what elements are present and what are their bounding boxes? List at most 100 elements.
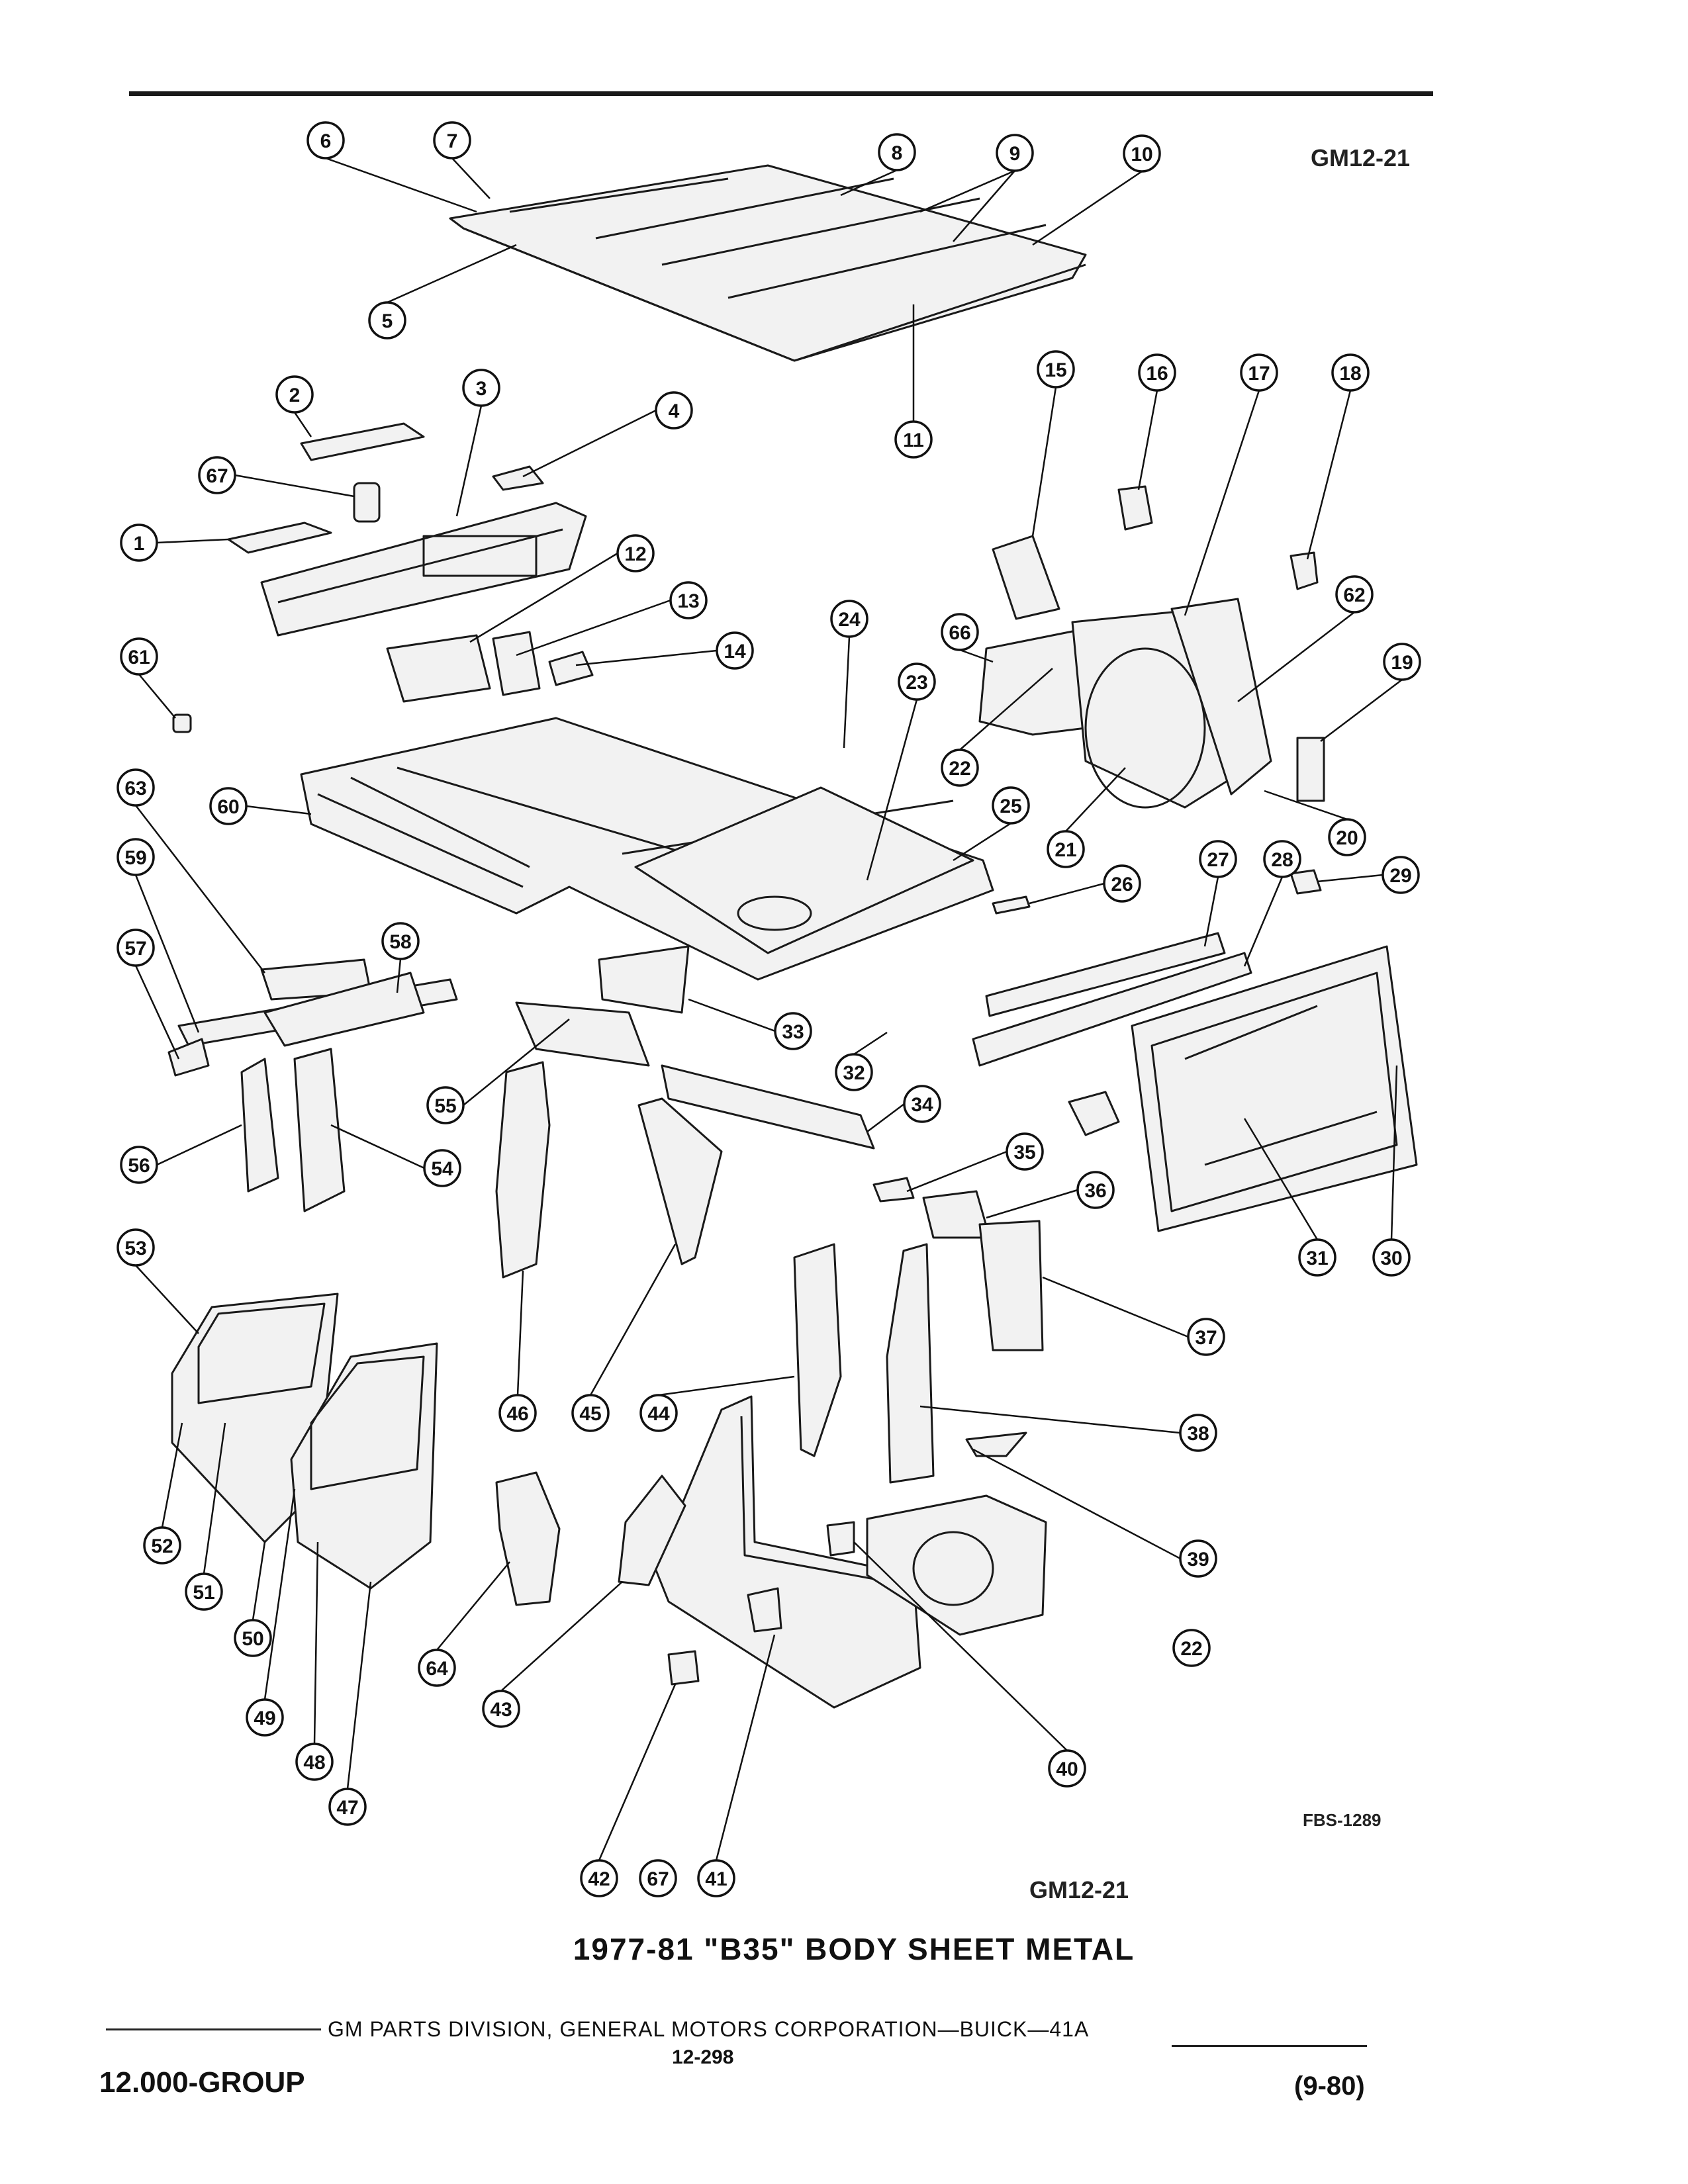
callout-1: 1 — [120, 523, 158, 562]
callout-49: 49 — [246, 1698, 284, 1737]
body-pillars — [167, 958, 1044, 1484]
callout-51: 51 — [185, 1572, 223, 1611]
callout-43: 43 — [482, 1690, 520, 1728]
svg-text:1: 1 — [134, 533, 145, 555]
doors — [171, 1293, 438, 1590]
callout-6: 6 — [306, 121, 345, 159]
callout-64: 64 — [418, 1649, 456, 1687]
callout-59: 59 — [117, 838, 155, 876]
callout-55: 55 — [426, 1086, 465, 1124]
svg-text:39: 39 — [1187, 1549, 1209, 1570]
svg-text:28: 28 — [1271, 849, 1293, 871]
callout-9: 9 — [996, 134, 1034, 172]
floor-pan — [300, 717, 994, 981]
svg-text:42: 42 — [588, 1868, 610, 1890]
callout-39: 39 — [1179, 1539, 1217, 1578]
svg-text:31: 31 — [1306, 1248, 1328, 1269]
svg-text:36: 36 — [1084, 1180, 1106, 1202]
callout-57: 57 — [117, 929, 155, 967]
leader-lines — [134, 157, 1403, 1861]
svg-text:22: 22 — [1180, 1638, 1202, 1660]
callout-48: 48 — [295, 1743, 334, 1781]
svg-text:67: 67 — [206, 465, 228, 487]
callout-22b: 22 — [1172, 1629, 1211, 1667]
svg-text:9: 9 — [1009, 143, 1021, 165]
drawing-code-top: GM12-21 — [1311, 144, 1411, 171]
svg-text:52: 52 — [151, 1535, 173, 1557]
callout-38: 38 — [1179, 1414, 1217, 1452]
svg-text:2: 2 — [289, 385, 301, 406]
callout-23: 23 — [898, 662, 936, 701]
diagram-title: 1977-81 "B35" BODY SHEET METAL — [573, 1932, 1135, 1966]
svg-text:6: 6 — [320, 130, 332, 152]
svg-text:25: 25 — [1000, 796, 1021, 817]
svg-text:54: 54 — [431, 1158, 453, 1180]
header-rule — [129, 91, 1433, 96]
svg-text:62: 62 — [1343, 584, 1365, 606]
svg-text:58: 58 — [389, 931, 411, 953]
svg-text:49: 49 — [254, 1707, 275, 1729]
svg-text:7: 7 — [447, 130, 458, 152]
svg-text:38: 38 — [1187, 1423, 1209, 1445]
svg-text:61: 61 — [128, 647, 150, 668]
callout-24: 24 — [830, 600, 868, 638]
callout-41: 41 — [697, 1859, 735, 1897]
svg-text:19: 19 — [1391, 652, 1413, 674]
callout-10: 10 — [1123, 134, 1161, 173]
svg-text:15: 15 — [1045, 359, 1066, 381]
svg-text:4: 4 — [669, 400, 680, 422]
svg-text:22: 22 — [949, 758, 970, 780]
svg-text:67: 67 — [647, 1868, 669, 1890]
callout-35: 35 — [1006, 1132, 1044, 1171]
quarter-panel-outer — [495, 1395, 1047, 1709]
svg-text:64: 64 — [426, 1658, 448, 1680]
svg-text:10: 10 — [1131, 144, 1152, 165]
svg-text:17: 17 — [1248, 363, 1270, 385]
callout-66: 66 — [941, 613, 979, 651]
svg-text:40: 40 — [1056, 1758, 1078, 1780]
callout-27: 27 — [1199, 840, 1237, 878]
svg-text:56: 56 — [128, 1155, 150, 1177]
svg-text:48: 48 — [303, 1752, 325, 1774]
svg-text:26: 26 — [1111, 874, 1133, 895]
svg-text:37: 37 — [1195, 1327, 1217, 1349]
svg-text:45: 45 — [579, 1403, 601, 1425]
door-inner-panel — [1068, 945, 1418, 1232]
callout-19: 19 — [1383, 643, 1421, 681]
svg-text:59: 59 — [124, 847, 146, 869]
footer-division: GM PARTS DIVISION, GENERAL MOTORS CORPOR… — [328, 2017, 1090, 2041]
callout-3: 3 — [462, 369, 500, 407]
callout-7: 7 — [433, 121, 471, 159]
svg-text:20: 20 — [1336, 827, 1358, 849]
svg-text:12: 12 — [624, 543, 646, 565]
callout-14: 14 — [716, 631, 754, 670]
rear-quarter-inner — [978, 485, 1325, 809]
svg-text:5: 5 — [382, 310, 393, 332]
svg-text:8: 8 — [892, 142, 903, 164]
svg-text:33: 33 — [782, 1021, 804, 1043]
svg-text:41: 41 — [705, 1868, 727, 1890]
callout-33: 33 — [774, 1012, 812, 1050]
svg-text:63: 63 — [124, 778, 146, 799]
callout-12: 12 — [616, 534, 655, 572]
roof-panel — [449, 164, 1087, 362]
svg-text:44: 44 — [647, 1403, 670, 1425]
callout-21: 21 — [1047, 830, 1085, 868]
svg-text:32: 32 — [843, 1062, 865, 1084]
figure-reference-code: FBS-1289 — [1303, 1810, 1382, 1830]
svg-text:18: 18 — [1339, 363, 1361, 385]
svg-text:47: 47 — [336, 1797, 358, 1819]
svg-text:24: 24 — [838, 609, 861, 631]
callout-17: 17 — [1240, 353, 1278, 392]
callout-56: 56 — [120, 1146, 158, 1184]
svg-text:29: 29 — [1389, 865, 1411, 887]
callout-31: 31 — [1298, 1238, 1336, 1277]
callout-11: 11 — [894, 420, 933, 459]
svg-text:34: 34 — [911, 1094, 933, 1116]
callout-36: 36 — [1076, 1171, 1115, 1209]
svg-text:14: 14 — [724, 641, 746, 662]
instrument-panel — [227, 422, 587, 637]
svg-text:27: 27 — [1207, 849, 1229, 871]
callout-53: 53 — [117, 1228, 155, 1267]
